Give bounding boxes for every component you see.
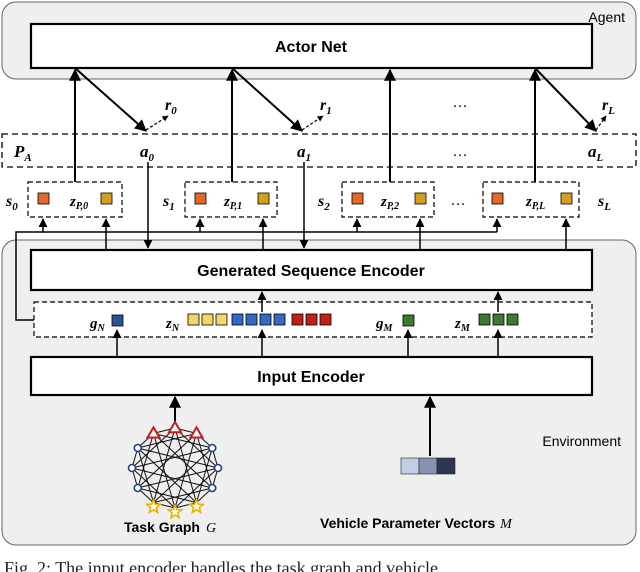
reward-rL: rL <box>602 97 615 117</box>
state-s2-label: s2 <box>317 193 330 213</box>
actor-net-label: Actor Net <box>275 39 348 56</box>
task-graph-edge <box>174 433 197 509</box>
state-L-orange-square <box>491 192 504 205</box>
state-2-z-label: zP,2 <box>380 194 399 212</box>
task-graph-sink-node <box>166 502 184 520</box>
state-L-z-label: zP,L <box>525 194 545 212</box>
task-graph-node <box>127 463 137 473</box>
task-graph-edge <box>131 467 176 509</box>
reward-r1: r1 <box>320 97 332 117</box>
state-L-gold-square <box>560 192 573 205</box>
task-graph-edge <box>137 432 197 449</box>
reward-arrow-L <box>595 115 607 131</box>
actor-net-box[interactable] <box>29 22 594 70</box>
environment-label: Environment <box>542 433 621 449</box>
zN-vector <box>187 313 332 326</box>
state-1-z-label: zP,1 <box>223 194 242 212</box>
task-graph-edge <box>137 447 154 503</box>
actor-to-aL-arrow <box>534 67 597 132</box>
task-graph-edge <box>153 427 176 503</box>
task-graph-edge <box>174 467 219 509</box>
gN-square <box>111 314 124 327</box>
plan-label: PA <box>13 142 32 164</box>
task-graph-edge <box>131 467 213 489</box>
state-0-gold-square <box>100 192 113 205</box>
task-graph-edge <box>131 427 176 469</box>
gM-label: gM <box>375 316 394 334</box>
task-graph-edge <box>196 433 213 489</box>
task-graph-edge <box>137 432 197 489</box>
task-graph-sink-node <box>187 497 206 515</box>
reward-r0: r0 <box>165 97 177 117</box>
task-graph-node <box>207 443 217 453</box>
task-graph-node <box>133 483 143 493</box>
task-graph-edge <box>137 433 154 489</box>
task-graph-edge <box>153 447 213 504</box>
zN-label: zN <box>165 316 180 334</box>
action-a1: a1 <box>297 142 311 164</box>
generated-sequence-encoder-label: Generated Sequence Encoder <box>197 263 425 280</box>
task-graph-edge <box>137 487 197 504</box>
task-graph-edge <box>153 432 213 449</box>
task-graph-edge <box>137 467 219 489</box>
task-graph <box>127 420 223 520</box>
task-graph-node <box>207 483 217 493</box>
state-0-z-label: zP,0 <box>69 194 88 212</box>
task-graph-sink-node <box>144 497 163 515</box>
plan-ellipsis: … <box>453 144 468 160</box>
action-aL: aL <box>588 142 604 164</box>
task-graph-edge <box>153 487 213 504</box>
task-graph-edge <box>174 427 219 469</box>
plan-row-box <box>1 133 637 168</box>
reward-arrow-1 <box>301 115 324 131</box>
task-graph-source-node <box>167 420 183 434</box>
input-encoder-label: Input Encoder <box>257 369 365 386</box>
state-2-orange-square <box>351 192 364 205</box>
task-graph-edge <box>131 447 213 469</box>
state-1-gold-square <box>257 192 270 205</box>
vehicle-parameter-vector <box>400 457 456 475</box>
actor-to-a1-arrow <box>231 67 303 132</box>
state-2-gold-square <box>414 192 427 205</box>
state-ellipsis: … <box>451 193 466 209</box>
task-graph-source-node <box>188 425 205 439</box>
task-graph-edge <box>153 432 213 489</box>
task-graph-source-node <box>145 425 162 439</box>
task-graph-edge <box>153 433 176 509</box>
input-encoder-box[interactable] <box>29 355 594 397</box>
state-0-orange-square <box>37 192 50 205</box>
zM-vector <box>478 313 519 326</box>
zM-label: zM <box>454 316 471 334</box>
task-graph-edge <box>196 447 213 503</box>
gN-feedback-line <box>15 218 48 321</box>
reward-arrow-0 <box>145 115 169 131</box>
gN-label: gN <box>89 316 106 334</box>
actor-to-a0-arrow <box>74 67 147 132</box>
state-1-orange-square <box>194 192 207 205</box>
reward-ellipsis: … <box>453 95 468 111</box>
state-s1-label: s1 <box>162 193 175 213</box>
gM-square <box>402 314 415 327</box>
state-sL-label: sL <box>597 193 611 213</box>
task-graph-edge <box>137 447 197 504</box>
task-graph-node <box>213 463 223 473</box>
task-graph-node <box>133 443 143 453</box>
generated-sequence-encoder-box[interactable] <box>29 248 594 292</box>
state-s0-label: s0 <box>5 193 18 213</box>
task-graph-edge <box>137 447 219 469</box>
task-graph-edge <box>174 427 197 503</box>
figure-caption: Fig. 2: The input encoder handles the ta… <box>4 558 439 572</box>
action-a0: a0 <box>140 142 155 164</box>
agent-label: Agent <box>588 9 625 25</box>
